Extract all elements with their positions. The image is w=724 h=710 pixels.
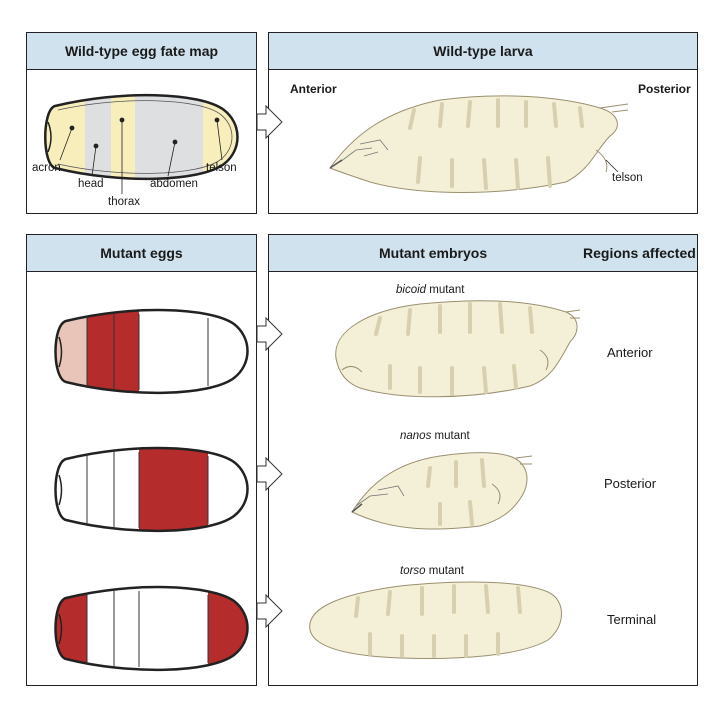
bicoid-mutant-embryo (335, 300, 581, 398)
region-anterior: Anterior (607, 345, 653, 360)
larva-header: Wild-type larva (269, 33, 697, 70)
region-terminal: Terminal (607, 612, 657, 627)
torso-mutant-egg (54, 585, 249, 672)
region-posterior: Posterior (604, 476, 657, 491)
arrow-icon (256, 104, 283, 629)
nanos-mutant-egg (54, 446, 249, 533)
mutant-embryos-title: Mutant embryos (379, 245, 488, 261)
head-label: head (78, 178, 104, 190)
fate-map-pointers (59, 117, 223, 194)
torso-mutant-embryo (309, 581, 562, 659)
larva-telson-label: telson (612, 172, 643, 184)
mutant-embryos-header: Mutant embryos Regions affected (269, 235, 697, 272)
torso-caption: torso mutant (400, 565, 464, 577)
thorax-label: thorax (108, 196, 140, 208)
torso-gene: torso (400, 565, 426, 577)
fate-map-egg (44, 93, 239, 181)
bicoid-suffix: mutant (426, 284, 465, 296)
wild-type-larva (329, 95, 629, 193)
fate-map-header: Wild-type egg fate map (27, 33, 256, 70)
torso-suffix: mutant (425, 565, 464, 577)
nanos-mutant-embryo (351, 452, 533, 530)
nanos-suffix: mutant (431, 430, 470, 442)
fate-map-title: Wild-type egg fate map (64, 43, 219, 59)
acron-label: acron (32, 162, 61, 174)
telson-label: telson (206, 162, 237, 174)
larva-title: Wild-type larva (433, 43, 533, 59)
bicoid-caption: bicoid mutant (396, 284, 464, 296)
regions-affected-title: Regions affected (583, 245, 696, 261)
anterior-label: Anterior (290, 82, 337, 96)
mutant-eggs-header: Mutant eggs (27, 235, 256, 272)
bicoid-gene: bicoid (396, 284, 427, 296)
bicoid-mutant-egg (54, 308, 249, 395)
posterior-label: Posterior (638, 82, 691, 96)
nanos-gene: nanos (400, 430, 432, 442)
mutant-eggs-title: Mutant eggs (100, 245, 183, 261)
nanos-caption: nanos mutant (400, 430, 470, 442)
abdomen-label: abdomen (150, 178, 198, 190)
